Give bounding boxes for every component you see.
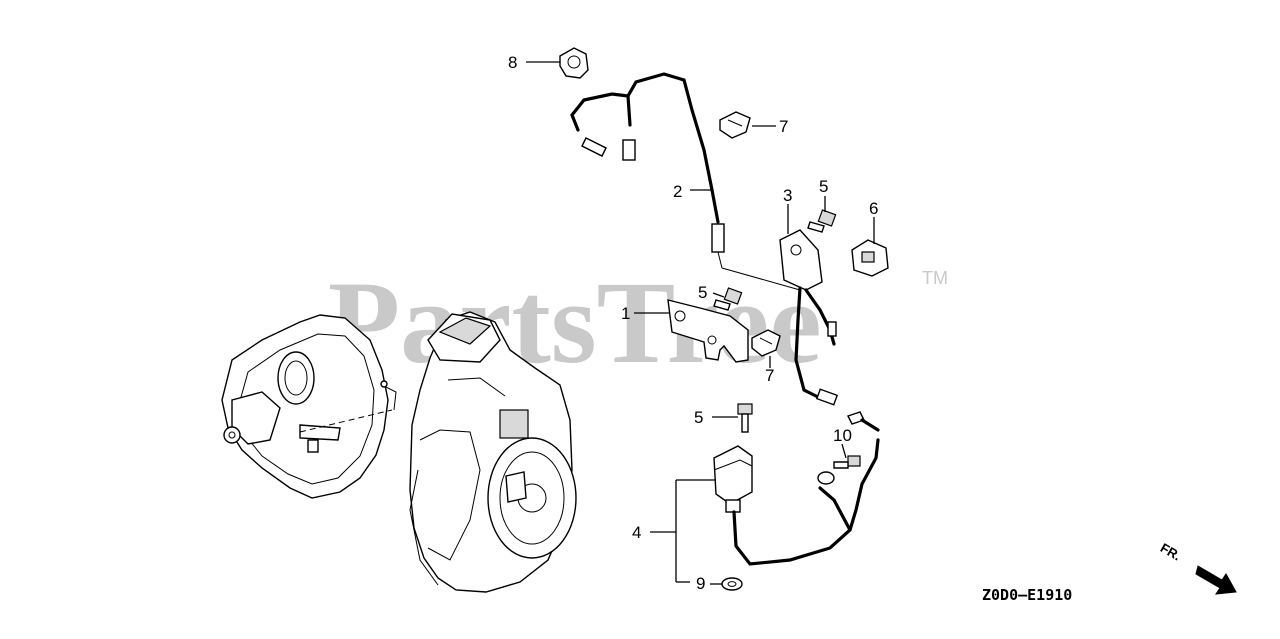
diagram-code: Z0D0—E1910 (982, 586, 1072, 604)
engine-body-drawing (409, 311, 577, 593)
watermark-logo: PartsTree (328, 257, 822, 388)
callout-1: 1 (621, 304, 630, 323)
callout-5-lower: 5 (694, 408, 703, 427)
callout-10: 10 (833, 426, 852, 445)
connector-part-6 (851, 239, 889, 277)
switch-bracket-part-3 (779, 229, 839, 406)
wire-clip-part-7-upper (719, 111, 751, 139)
clamp-part-8 (559, 47, 589, 79)
bracket-part-1 (667, 299, 749, 363)
callout-4: 4 (632, 523, 641, 542)
bolt-part-5-left (713, 287, 743, 311)
callout-7-upper: 7 (779, 117, 788, 136)
front-direction-label: FR. (1158, 540, 1184, 563)
oil-switch-part-4 (713, 411, 880, 566)
leader-lines (526, 61, 875, 585)
wire-harness-part-2 (570, 72, 801, 291)
bolt-part-5-lower (737, 403, 753, 433)
callout-5-right: 5 (819, 177, 828, 196)
callout-5-left: 5 (698, 283, 707, 302)
watermark-trademark: TM (922, 268, 948, 288)
washer-part-9 (721, 577, 743, 591)
crankcase-cover-drawing (221, 314, 397, 499)
wire-clip-part-7-lower (751, 329, 781, 357)
arrow-icon (1195, 565, 1237, 595)
callout-8: 8 (508, 53, 517, 72)
bolt-part-10 (833, 455, 861, 469)
callout-7-lower: 7 (765, 366, 774, 385)
callout-2: 2 (673, 182, 682, 201)
bolt-part-5-right (807, 209, 837, 233)
callout-3: 3 (783, 186, 792, 205)
callout-9: 9 (696, 574, 705, 593)
callout-6: 6 (869, 199, 878, 218)
front-direction-arrow: FR. (1158, 540, 1237, 595)
